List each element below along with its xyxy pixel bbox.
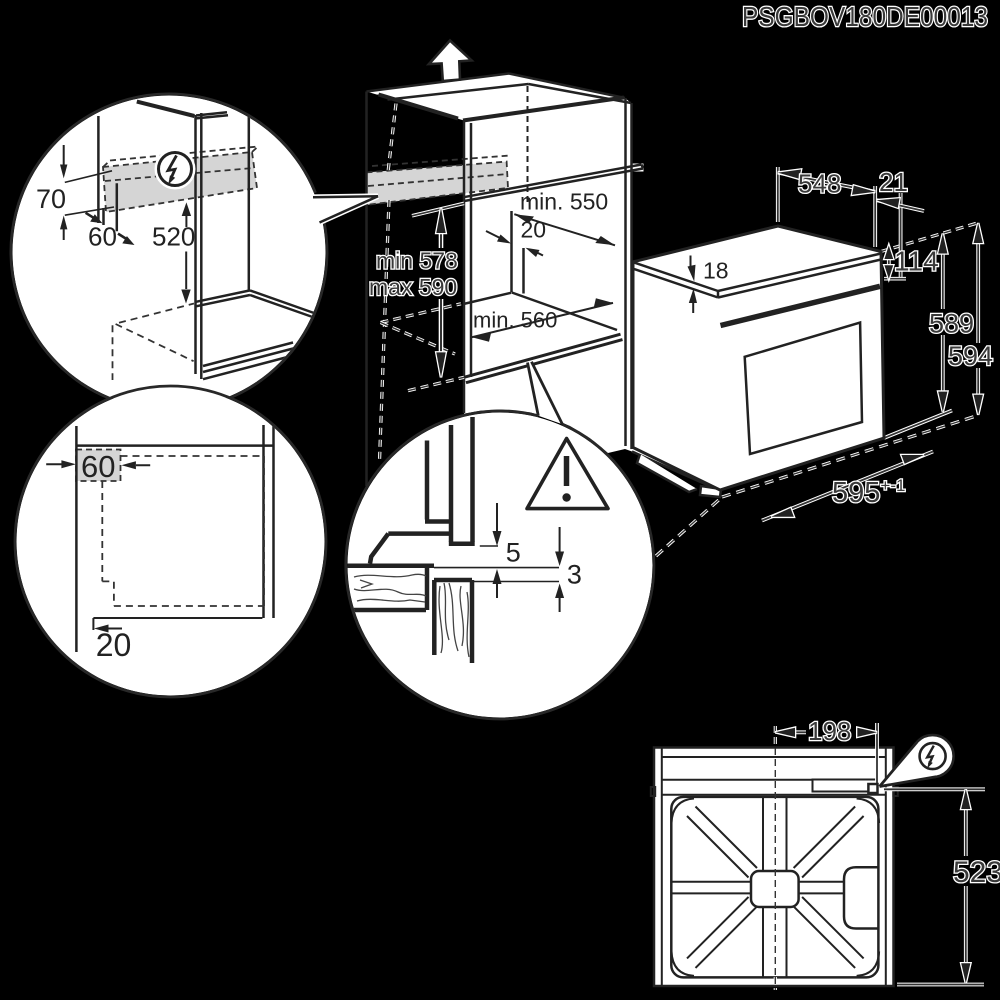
svg-text:min 578: min 578 [376, 248, 458, 274]
svg-text:114: 114 [894, 246, 939, 277]
svg-text:520: 520 [152, 222, 195, 252]
svg-text:18: 18 [703, 258, 729, 284]
svg-text:594: 594 [948, 341, 993, 371]
svg-text:589: 589 [929, 309, 974, 339]
svg-text:548: 548 [798, 169, 841, 199]
svg-text:max 590: max 590 [369, 274, 457, 300]
svg-text:min. 550: min. 550 [520, 189, 608, 215]
svg-text:PSGBOV180DE00013: PSGBOV180DE00013 [742, 1, 988, 32]
svg-text:5: 5 [506, 538, 521, 568]
svg-text:60: 60 [88, 222, 117, 252]
svg-text:20: 20 [96, 627, 132, 663]
svg-text:523: 523 [953, 856, 1000, 889]
svg-text:70: 70 [36, 184, 66, 214]
svg-text:21: 21 [879, 167, 908, 197]
svg-text:60: 60 [81, 449, 115, 484]
svg-text:198: 198 [808, 716, 851, 746]
svg-text:3: 3 [567, 560, 582, 590]
